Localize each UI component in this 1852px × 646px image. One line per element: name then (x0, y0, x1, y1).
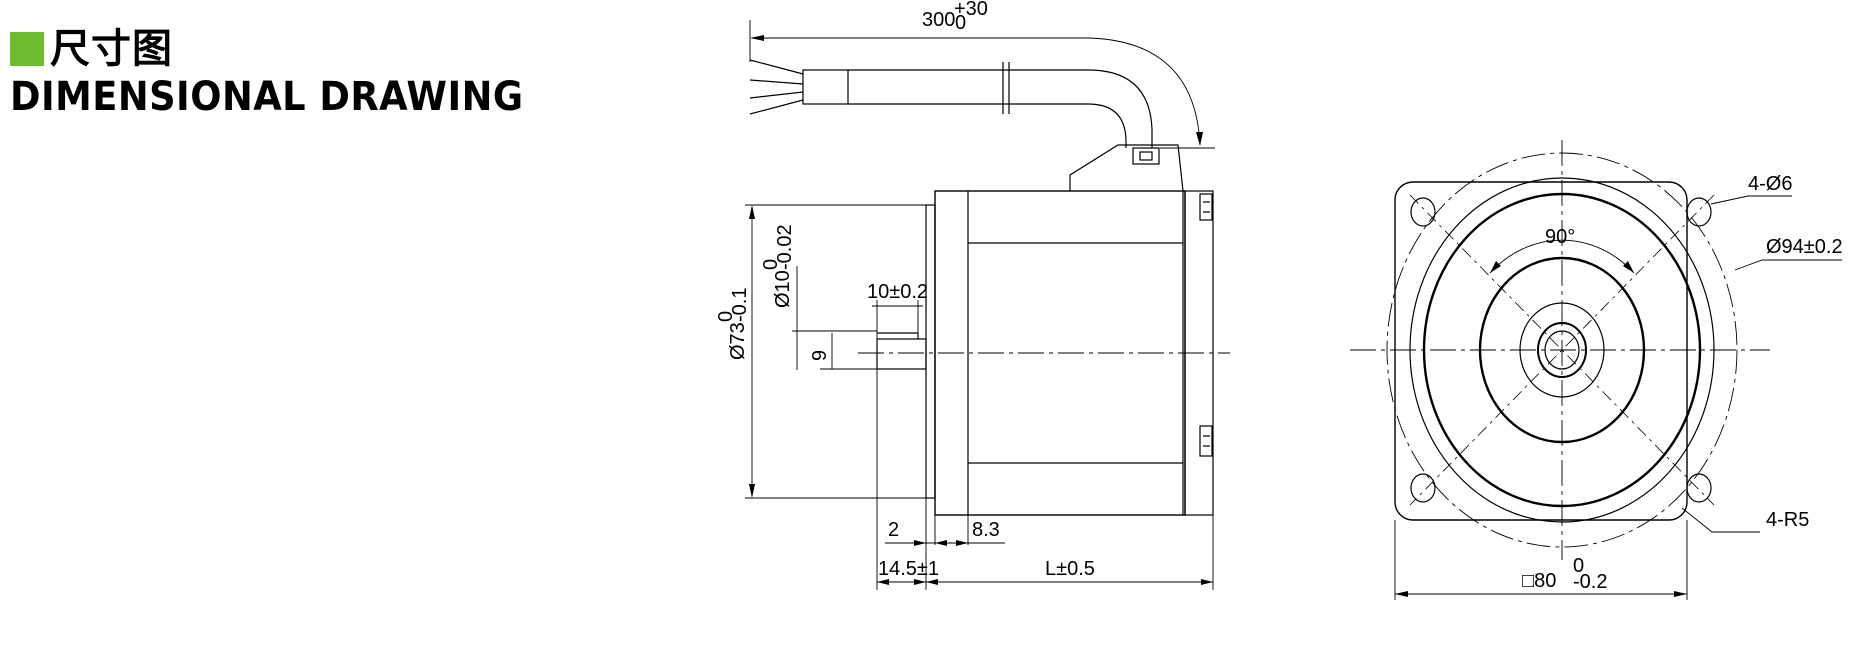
dim-flange-thk-arrow (956, 540, 968, 546)
green-square-icon (10, 32, 44, 66)
label-pcd: Ø94±0.2 (1766, 236, 1843, 258)
label-shaft-len: 14.5±1 (878, 558, 939, 580)
end-connector-top (1199, 193, 1213, 221)
label-angle: 90° (1545, 226, 1575, 248)
cable-clamp (1132, 147, 1160, 165)
dim-shaft-len-arrow-a (877, 579, 889, 585)
label-shaft-dia: Ø10 (772, 270, 794, 308)
dim-body-len-arrow-b (1201, 579, 1213, 585)
angle-arc (1489, 239, 1635, 274)
label-pilot-dia-tol-upper: 0 (715, 311, 737, 322)
mount-hole-tl (1410, 197, 1436, 227)
dim-body-len-arrow-a (926, 579, 938, 585)
label-flange-tol-lower: -0.2 (1573, 571, 1607, 593)
dim-cable-arrow-left (750, 35, 764, 41)
label-corner-radius: 4-R5 (1766, 509, 1809, 531)
pilot-boss (925, 204, 936, 499)
wire-2 (749, 79, 804, 85)
dim-flange-arrow-left (1395, 591, 1408, 597)
motor-shaft (876, 338, 927, 370)
front-diagonal-2 (1409, 194, 1715, 506)
cable-clamp-inner (1139, 151, 1153, 161)
mount-hole-br (1686, 473, 1712, 503)
label-pilot-dia: Ø73 (727, 322, 749, 360)
leader-pcd (1734, 259, 1842, 271)
label-body-len: L±0.5 (1045, 558, 1095, 580)
leader-corner-radius (1681, 507, 1760, 533)
side-view: 300 +30 0 Ø73 0 -0.1 Ø10 0 -0.02 10±0.2 … (715, 0, 1230, 590)
label-flange-thk: 8.3 (972, 519, 1000, 541)
angle-arrow-right (1623, 261, 1634, 273)
dim-pilot-arrow-top (749, 205, 755, 219)
title-english: DIMENSIONAL DRAWING (10, 74, 524, 120)
dim-flange-arrow-right (1674, 591, 1687, 597)
label-flange-size: □80 (1522, 570, 1556, 592)
wire-4 (749, 99, 804, 115)
dim-shaft-len-arrow-b (914, 579, 926, 585)
label-cable-length: 300 (922, 9, 955, 31)
label-hole-count: 4-Ø6 (1748, 173, 1792, 195)
header: 尺寸图 DIMENSIONAL DRAWING (10, 26, 568, 120)
cable-upper-edge (848, 69, 1153, 148)
cable-sheath (802, 69, 849, 105)
mount-hole-tr (1686, 197, 1712, 227)
mount-hole-bl (1410, 473, 1436, 503)
label-key-height: 9 (809, 350, 831, 361)
wire-1 (749, 59, 804, 75)
wire-3 (749, 91, 804, 99)
title-row: 尺寸图 (10, 26, 568, 72)
label-pilot-dia-tol-lower: -0.1 (729, 288, 751, 322)
cable-lower-edge (848, 103, 1127, 148)
label-cable-tol-upper: +30 (954, 0, 988, 20)
label-shaft-dia-tol-lower: -0.02 (774, 224, 796, 270)
leader-hole-count (1710, 195, 1792, 205)
title-chinese: 尺寸图 (50, 26, 173, 72)
label-flange-tol-upper: 0 (1573, 555, 1584, 577)
label-pilot-len: 2 (888, 519, 899, 541)
label-cable-tol-lower: 0 (955, 12, 966, 34)
dim-cable-line (752, 37, 1201, 146)
label-key-length: 10±0.2 (867, 281, 928, 303)
cable-gland (1069, 144, 1184, 192)
dim-pilot-len-arrow-a (914, 540, 926, 546)
angle-arrow-left (1490, 261, 1501, 273)
front-view: 4-Ø6 Ø94±0.2 90° 4-R5 □80 0 -0.2 (1350, 140, 1843, 600)
label-shaft-dia-tol-upper: 0 (760, 259, 782, 270)
dim-cable-arrow-right (1196, 132, 1203, 146)
end-connector-bottom (1199, 425, 1213, 457)
dim-pilot-arrow-bottom (749, 484, 755, 498)
